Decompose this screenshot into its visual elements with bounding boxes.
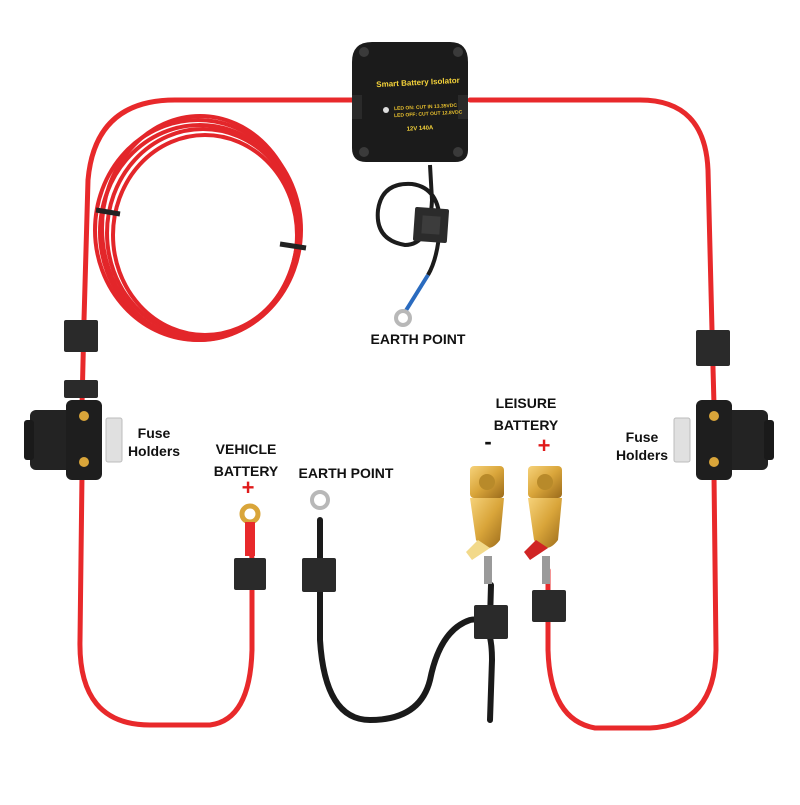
- adhesive-cable-mount-icon: [302, 558, 336, 592]
- leisure-negative-symbol: -: [484, 429, 492, 454]
- fuse-holders-right-label-line2: Holders: [615, 447, 669, 463]
- fuse-holder-icon: [24, 400, 123, 480]
- vehicle-positive-symbol: +: [241, 475, 255, 500]
- vehicle-battery-terminal: [234, 503, 266, 590]
- battery-terminal-clamp-icon: [524, 466, 562, 584]
- fuse-holders-left-label-line2: Holders: [127, 443, 181, 459]
- battery-terminal-clamp-icon: [466, 466, 504, 584]
- adhesive-cable-mount-icon: [474, 605, 508, 639]
- positive-cable-coil: [93, 114, 303, 342]
- vehicle-battery-label-line2: BATTERY: [213, 463, 279, 479]
- vehicle-battery-label-line1: VEHICLE: [215, 441, 277, 457]
- fuse-holders-left-label-line1: Fuse: [137, 425, 171, 441]
- earth-point-middle-label: EARTH POINT: [298, 465, 394, 481]
- earth-point-top-label: EARTH POINT: [370, 331, 466, 347]
- adhesive-cable-mount-icon: [412, 206, 450, 244]
- coil-cable-ties: [95, 207, 307, 251]
- leisure-battery-label-line2: BATTERY: [493, 417, 559, 433]
- positive-cable-main: [77, 97, 719, 731]
- fuse-cable-mount-right: [696, 330, 730, 366]
- smart-battery-isolator-icon: [352, 42, 468, 162]
- leisure-positive-symbol: +: [537, 433, 551, 458]
- fuse-cable-mount-left: [64, 320, 98, 398]
- earth-cable-middle: [317, 517, 496, 724]
- fuse-holder-icon: [673, 400, 774, 480]
- ring-terminal-icon: [310, 490, 330, 510]
- leisure-battery-label-line1: LEISURE: [495, 395, 557, 411]
- fuse-holders-right-label-line1: Fuse: [625, 429, 659, 445]
- adhesive-cable-mount-icon: [532, 590, 566, 622]
- ring-terminal-icon: [394, 309, 412, 327]
